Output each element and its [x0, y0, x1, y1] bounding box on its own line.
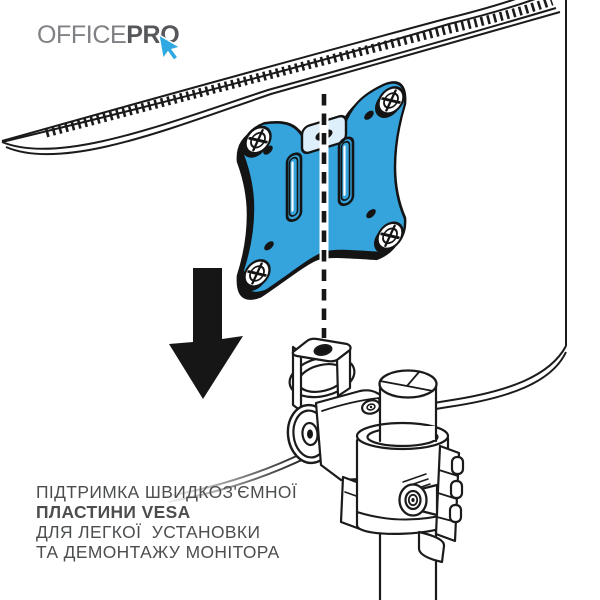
plate-screws	[241, 86, 405, 291]
plate-screw	[374, 221, 404, 254]
mounting-slot-left	[285, 152, 303, 222]
caption: ПІДТРИМКА ШВИДКОЗ'ЄМНОЇ ПЛАСТИНИ VESA ДЛ…	[36, 482, 297, 562]
monitor-top-edge-inner	[1, 0, 536, 143]
clamp-hook	[417, 530, 446, 564]
plate-holes	[263, 110, 376, 251]
monitor-top-edge	[1, 0, 516, 142]
vent-strip-lower-line2	[5, 11, 561, 156]
monitor-bottom-edge2-fade	[167, 456, 309, 503]
plate-screw	[241, 259, 271, 291]
down-arrow-icon	[169, 268, 243, 399]
vent-strip-lower-line	[1, 7, 557, 150]
caption-line: ТА ДЕМОНТАЖУ МОНІТОРА	[36, 542, 280, 562]
caption-line: ПЛАСТИНИ VESA	[36, 502, 191, 522]
mounting-slot-right	[337, 136, 355, 207]
clamp-knob	[398, 483, 428, 517]
cursor-arrow-icon	[157, 33, 184, 62]
caption-line: ДЛЯ ЛЕГКОЇ УСТАНОВКИ	[36, 522, 261, 542]
clamp-tab	[448, 503, 463, 524]
clamp-tab	[450, 455, 465, 476]
monitor-bottom-edge-fade	[163, 451, 306, 498]
plate-screw	[242, 125, 272, 158]
pole-top-cap-split	[379, 371, 434, 392]
caption-line: ПІДТРИМКА ШВИДКОЗ'ЄМНОЇ	[36, 482, 298, 502]
monitor-back-panel	[1, 0, 567, 503]
mount-assembly	[286, 337, 465, 600]
logo-text-office: OFFICE	[37, 21, 127, 49]
plate-screw	[375, 86, 405, 119]
clamp-tab	[449, 479, 464, 500]
bracket-hole	[313, 344, 333, 356]
pole-through-clamp	[378, 424, 438, 443]
